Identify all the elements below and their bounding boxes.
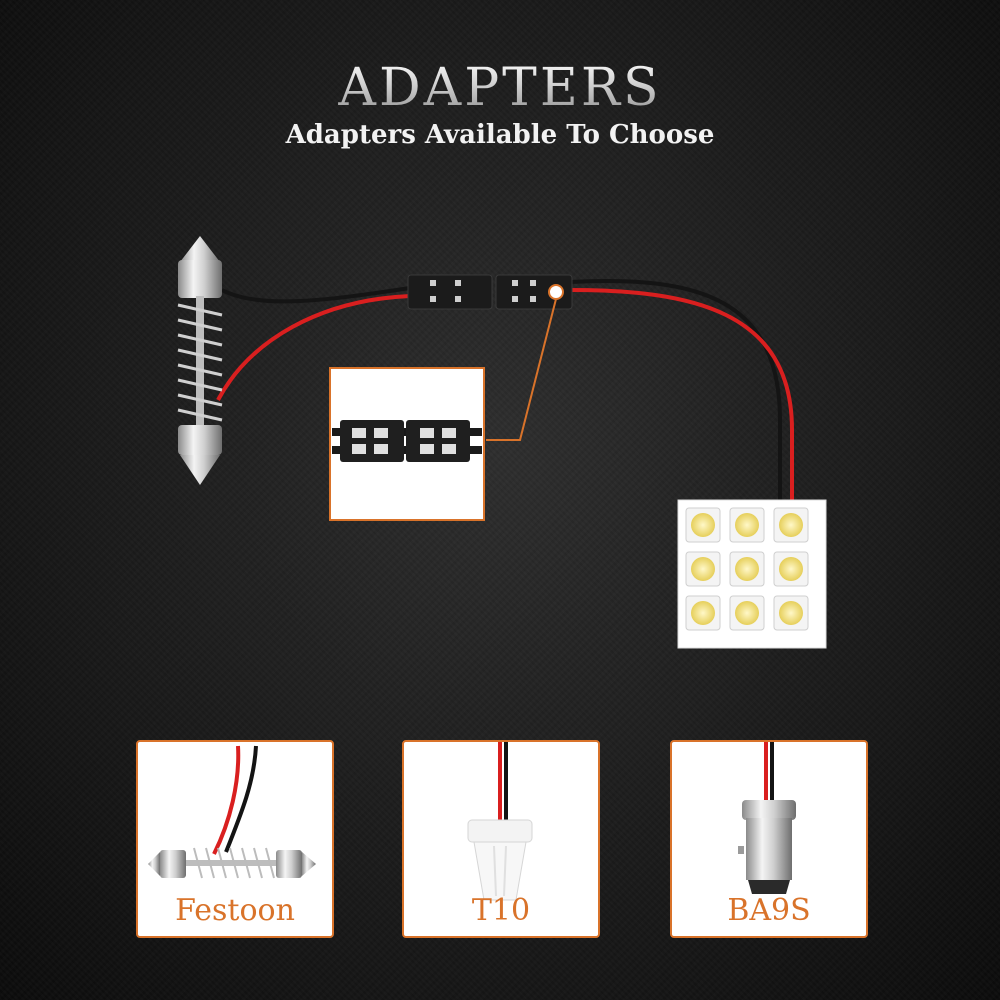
page-title: ADAPTERS [0, 58, 1000, 118]
page-subtitle: Adapters Available To Choose [285, 120, 715, 150]
led-emitter [779, 557, 803, 581]
adapter-label-ba9s: BA9S [727, 893, 811, 928]
led-emitter [779, 513, 803, 537]
wire-connector [407, 274, 573, 310]
product-illustration [177, 236, 827, 649]
festoon-adapter-image [177, 236, 223, 485]
led-emitter [691, 601, 715, 625]
led-emitter [779, 601, 803, 625]
led-emitter [691, 557, 715, 581]
led-emitter [735, 601, 759, 625]
adapter-card-ba9s[interactable]: BA9S [670, 740, 868, 938]
wire-pair-right [569, 278, 794, 505]
festoon-bulb-image [148, 745, 316, 879]
adapter-label-t10: T10 [471, 893, 531, 928]
led-emitter [735, 557, 759, 581]
wire-pair-left [216, 286, 411, 401]
adapter-options: Festoon T10 BA9S [0, 740, 1000, 940]
led-panel [677, 499, 827, 649]
led-emitter [735, 513, 759, 537]
adapter-card-festoon[interactable]: Festoon [136, 740, 334, 938]
t10-bulb-image [467, 742, 533, 901]
connector-zoom-callout [329, 367, 485, 521]
callout-line [486, 298, 557, 441]
led-emitter [691, 513, 715, 537]
adapter-label-festoon: Festoon [175, 893, 295, 928]
ba9s-bulb-image [738, 742, 796, 894]
adapter-card-t10[interactable]: T10 [402, 740, 600, 938]
led-grid [685, 507, 809, 631]
